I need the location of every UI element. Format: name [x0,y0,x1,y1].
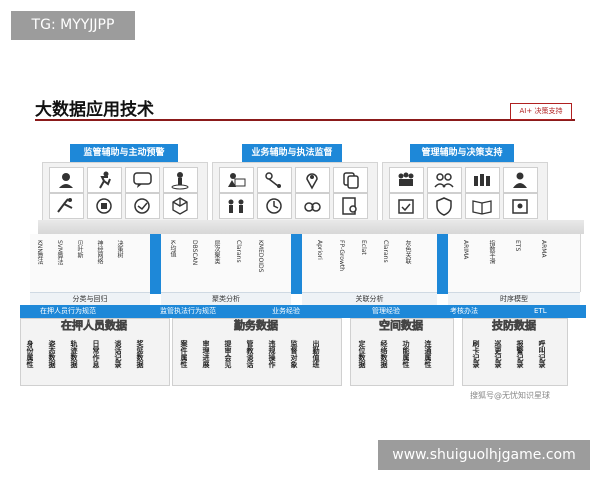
data-item: 报警记录 [516,340,524,368]
top-label-3: 管理辅助与决策支持 [410,144,514,162]
bed-icon [125,193,160,219]
data-item: 刷卡记录 [472,340,480,368]
tag-label: TG: MYYJJPP [11,11,135,40]
algo-group-2: K-均值 DBSCAN 层次聚类 Clarans KMEDOIDS [161,234,292,292]
watermark: 搜狐号@无忧知识星球 [470,391,550,400]
band-text: 管理经验 [372,307,400,315]
title-underline [35,119,575,121]
url-label: www.shuiguolhjgame.com [378,440,590,470]
algo-item: ARIMA [462,240,469,260]
band-text: 监管执法行为规范 [160,307,216,315]
icon-panel-3 [382,162,548,222]
algo-item: ARMA [540,240,547,258]
data-item: 奖惩数据 [136,340,144,368]
algo-item: DBSCAN [191,240,198,266]
data-item: 功能属性 [402,340,410,368]
reader-icon [219,167,254,193]
data-item: 日常作息 [92,340,100,368]
data-box-1 [20,318,170,386]
user-icon [49,167,84,193]
data-item: 经络数据 [380,340,388,368]
top-label-1: 监管辅助与主动预警 [70,144,178,162]
data-item: 提审会见 [224,340,232,368]
safe-icon [503,193,538,219]
calendar-icon [389,193,424,219]
top-label-2: 业务辅助与执法监督 [242,144,342,162]
data-item: 连通属性 [424,340,432,368]
person-pin-icon [163,167,198,193]
algo-item: Clarans [235,240,242,263]
data-item: 监督对象 [290,340,298,368]
cylinder-icon [87,193,122,219]
algo-item: 贝叶斯 [76,240,83,258]
data-item: 巡更记录 [494,340,502,368]
algo-item: 灰色关联 [404,240,411,264]
data-item: 姿态数据 [48,340,56,368]
algo-item: 指数平滑 [488,240,495,264]
location-pin-icon [295,167,330,193]
crowd-icon [465,167,500,193]
copy-icon [333,167,368,193]
algo-group-3: Apriori FP-Growth Eclat Clarans 灰色关联 [302,234,438,292]
data-item: 审理进展 [202,340,210,368]
decision-badge: AI+ 决策支持 [510,103,572,120]
band-text: 业务经验 [272,307,300,315]
page-title: 大数据应用技术 [35,100,154,120]
knowledge-band [20,305,586,318]
algo-item: Clarans [382,240,389,263]
data-item: 案件属性 [180,340,188,368]
team-icon [389,167,424,193]
search-icon [295,193,330,219]
band-text: ETL [534,307,547,315]
algo-item: ETS [514,240,521,252]
data-box-2 [172,318,342,386]
book-icon [465,193,500,219]
platform-band [38,220,584,234]
data-box-title-4: 技防数据 [492,319,537,333]
fall-icon [49,193,84,219]
icon-panel-2 [212,162,378,222]
column-separator [437,234,448,294]
data-item: 违规操作 [268,340,276,368]
data-item: 定位数据 [358,340,366,368]
shield-icon [427,193,462,219]
algo-item: Apriori [316,240,323,260]
document-search-icon [333,193,368,219]
band-text: 在押人员行为规范 [40,307,96,315]
users-icon [427,167,462,193]
data-box-4 [462,318,568,386]
algo-item: 决策树 [116,240,123,258]
data-item: 轨迹数据 [70,340,78,368]
data-item: 谈话记录 [114,340,122,368]
algo-item: Eclat [360,240,367,255]
band-text: 考核办法 [450,307,478,315]
route-icon [257,167,292,193]
algo-item: FP-Growth [338,240,345,272]
column-separator [150,234,161,294]
data-box-3 [350,318,454,386]
person-icon [503,167,538,193]
cube-icon [163,193,198,219]
data-box-title-2: 勤务数据 [234,319,279,333]
chat-icon [125,167,160,193]
algo-group-1: KNN算法 SVM算法 贝叶斯 神经网络 决策树 [30,234,151,292]
group-icon [219,193,254,219]
algo-item: KMEDOIDS [257,240,264,273]
column-separator [291,234,302,294]
data-box-title-1: 在押人员数据 [61,319,128,333]
algo-item: K-均值 [169,240,176,258]
data-item: 身份属性 [26,340,34,368]
algo-group-4: ARIMA 指数平滑 ETS ARMA [448,234,581,292]
algo-item: KNN算法 [36,240,43,265]
algo-item: 层次聚类 [213,240,220,264]
clock-icon [257,193,292,219]
icon-panel-1 [42,162,208,222]
data-item: 呼叫记录 [538,340,546,368]
data-box-title-3: 空间数据 [379,319,424,333]
data-item: 出勤值班 [312,340,320,368]
data-item: 管教谈话 [246,340,254,368]
algo-item: 神经网络 [96,240,103,264]
runner-icon [87,167,122,193]
algo-item: SVM算法 [56,240,63,266]
